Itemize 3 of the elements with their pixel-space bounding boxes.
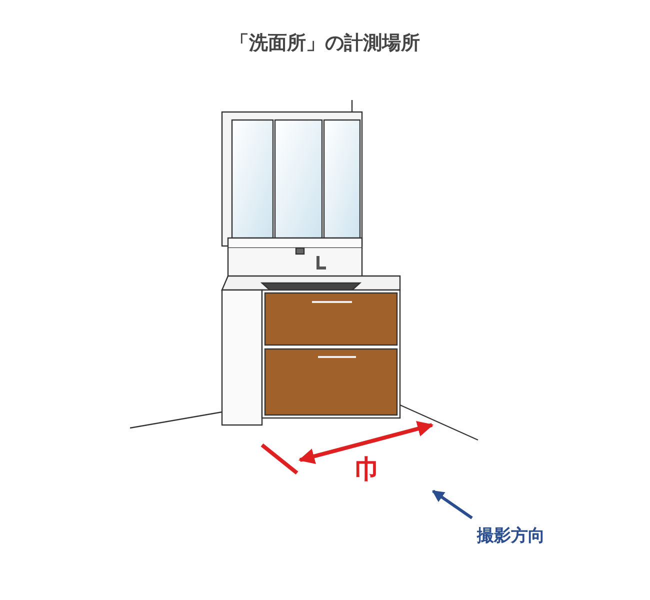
direction-label: 撮影方向 xyxy=(477,525,545,547)
dimension-label: 巾 xyxy=(355,454,381,487)
diagram-title: 「洗面所」の計測場所 xyxy=(229,31,421,56)
